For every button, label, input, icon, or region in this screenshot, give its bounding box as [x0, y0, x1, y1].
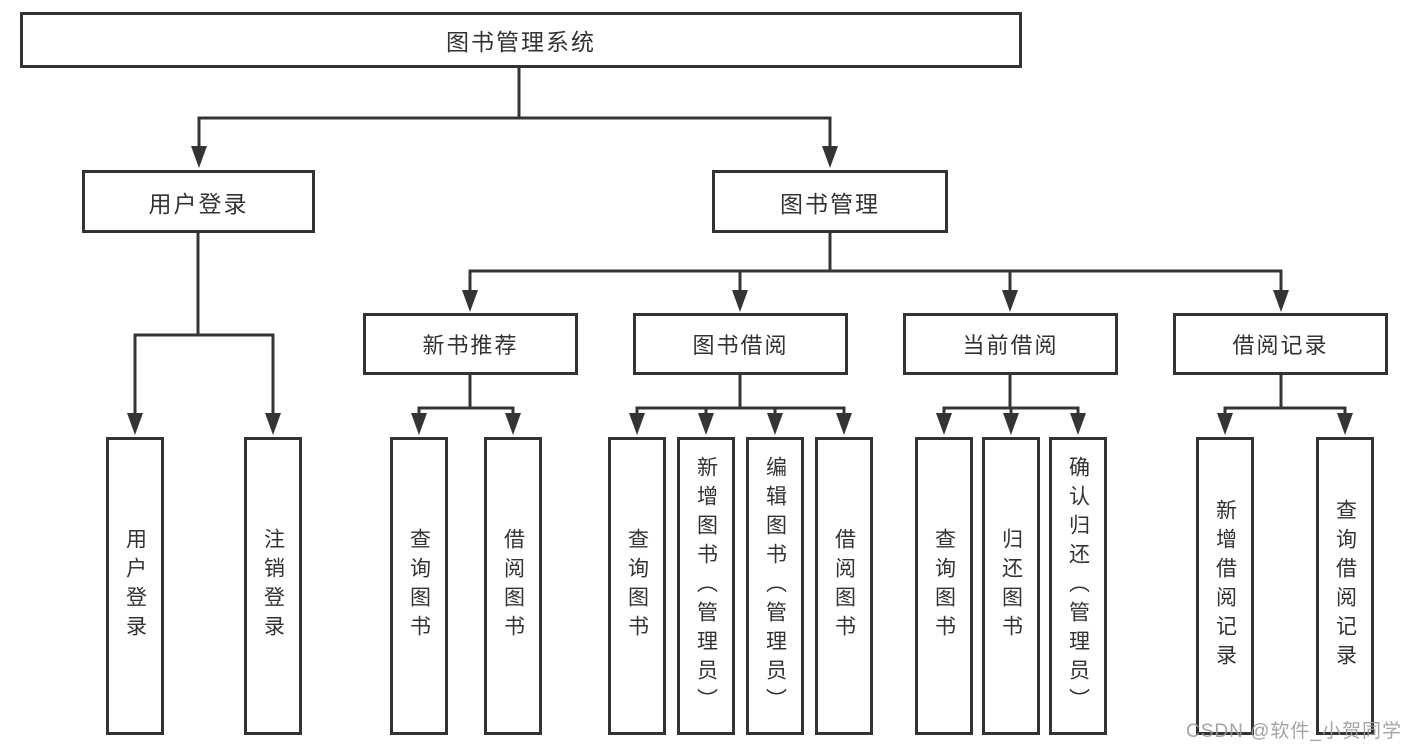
node-current-borrow: 当前借阅 — [903, 313, 1118, 375]
node-user-login: 用户登录 — [82, 170, 315, 233]
leaf-query-book-recommend-label: 查询图书 — [407, 528, 431, 644]
node-book-borrow: 图书借阅 — [633, 313, 848, 375]
leaf-add-book-admin: 新增图书（管理员） — [677, 437, 735, 735]
node-root-label: 图书管理系统 — [446, 29, 596, 55]
leaf-add-borrow-record: 新增借阅记录 — [1196, 437, 1254, 735]
node-book-management: 图书管理 — [712, 170, 948, 233]
node-user-login-label: 用户登录 — [148, 190, 249, 217]
leaf-edit-book-admin-label: 编辑图书（管理员） — [763, 455, 787, 717]
leaf-query-book-current-label: 查询图书 — [932, 528, 956, 644]
node-root: 图书管理系统 — [20, 12, 1022, 68]
leaf-query-book-recommend: 查询图书 — [390, 437, 448, 735]
leaf-confirm-return-admin-label: 确认归还（管理员） — [1066, 455, 1090, 717]
leaf-return-book-label: 归还图书 — [999, 528, 1023, 644]
node-new-book-recommend: 新书推荐 — [363, 313, 578, 375]
csdn-watermark: CSDN @软件_小贺同学 — [1186, 721, 1402, 742]
node-current-borrow-label: 当前借阅 — [962, 333, 1059, 358]
leaf-borrow-book-label: 借阅图书 — [832, 528, 856, 644]
leaf-query-book-borrow: 查询图书 — [608, 437, 666, 735]
leaf-confirm-return-admin: 确认归还（管理员） — [1049, 437, 1107, 735]
leaf-borrow-book: 借阅图书 — [815, 437, 873, 735]
leaf-borrow-book-recommend: 借阅图书 — [484, 437, 542, 735]
leaf-edit-book-admin: 编辑图书（管理员） — [746, 437, 804, 735]
leaf-add-borrow-record-label: 新增借阅记录 — [1213, 499, 1237, 673]
leaf-borrow-book-recommend-label: 借阅图书 — [501, 528, 525, 644]
leaf-query-book-borrow-label: 查询图书 — [625, 528, 649, 644]
leaf-query-borrow-record: 查询借阅记录 — [1316, 437, 1374, 735]
node-borrow-records-label: 借阅记录 — [1232, 333, 1329, 358]
arrowheads — [127, 146, 1353, 435]
leaf-return-book: 归还图书 — [982, 437, 1040, 735]
node-new-book-recommend-label: 新书推荐 — [422, 333, 519, 358]
leaf-logout: 注销登录 — [244, 437, 302, 735]
leaf-logout-label: 注销登录 — [261, 528, 285, 644]
leaf-user-login: 用户登录 — [106, 437, 164, 735]
leaf-query-book-current: 查询图书 — [915, 437, 973, 735]
node-book-management-label: 图书管理 — [780, 190, 880, 217]
leaf-add-book-admin-label: 新增图书（管理员） — [694, 455, 718, 717]
leaf-query-borrow-record-label: 查询借阅记录 — [1333, 499, 1357, 673]
node-book-borrow-label: 图书借阅 — [692, 333, 789, 358]
node-borrow-records: 借阅记录 — [1173, 313, 1388, 375]
leaf-user-login-label: 用户登录 — [123, 528, 147, 644]
